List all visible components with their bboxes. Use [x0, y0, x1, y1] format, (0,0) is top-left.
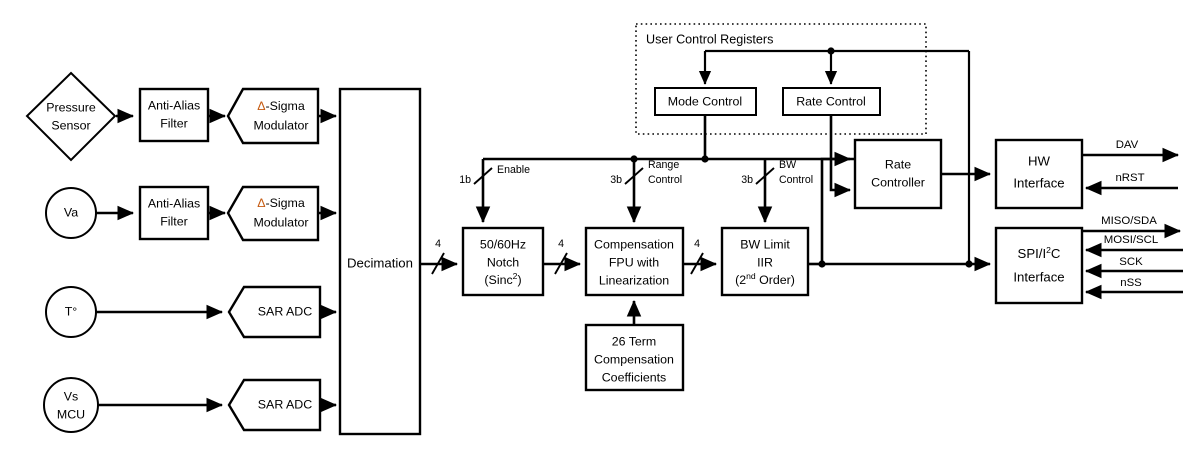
bw-limit-line1: BW Limit: [740, 237, 790, 251]
wire-ratecontrol-to-ratecontroller: [829, 115, 851, 198]
junction-feedback-spi: [965, 260, 973, 268]
pressure-sensor-shape: [25, 71, 117, 162]
spi-i2c-interface-line1: SPI/I2C: [1018, 245, 1061, 261]
bus-label-range-line2: Control: [648, 174, 682, 186]
decimation-label: Decimation: [347, 255, 413, 270]
user-control-registers-group: [635, 23, 927, 135]
bus-label-enable: Enable: [497, 164, 530, 176]
bw-limit-box: [720, 226, 810, 297]
delta-sigma-modulator-2-line2: Modulator: [253, 215, 308, 229]
anti-alias-filter-2-line2: Filter: [160, 214, 188, 228]
sar-adc-1-shape: [227, 285, 322, 339]
rate-controller-line1: Rate: [885, 157, 911, 171]
anti-alias-filter-1-line1: Anti-Alias: [148, 98, 200, 112]
bus-bits-enable: 1b: [459, 174, 471, 186]
compensation-box: [584, 226, 685, 297]
rate-control-box[interactable]: [782, 87, 881, 116]
anti-alias-filter-2-line1: Anti-Alias: [148, 196, 200, 210]
notch-line2: Notch: [487, 255, 519, 269]
bus-label-bw-line2: Control: [779, 174, 813, 186]
wire-bwlimit-to-ratecontroller: [820, 151, 851, 264]
decimation-box: [338, 87, 422, 436]
bw-limit-line3: (2nd Order): [735, 271, 795, 287]
compensation-line2: FPU with: [609, 255, 659, 269]
sar-adc-1-label: SAR ADC: [258, 304, 312, 318]
nrst-signal-label: nRST: [1115, 172, 1144, 184]
delta-symbol-1: Δ: [257, 99, 265, 113]
user-control-registers-label: User Control Registers: [646, 32, 773, 46]
va-source-label: Va: [64, 205, 78, 219]
anti-alias-filter-2-box: [138, 185, 210, 241]
mode-control-label: Mode Control: [668, 94, 742, 108]
miso-sda-signal-label: MISO/SDA: [1101, 215, 1157, 227]
notch-box: [461, 226, 545, 297]
sar-adc-2-shape: [227, 378, 322, 432]
rate-control-label: Rate Control: [796, 94, 866, 108]
notch-line3: (Sinc2): [484, 271, 521, 287]
vs-mcu-source-line2: MCU: [57, 407, 85, 421]
pressure-sensor-label-line2: Sensor: [51, 118, 90, 132]
spi-i2c-interface-line2: Interface: [1013, 269, 1064, 284]
junction-top-feed-rate: [827, 47, 835, 55]
dav-signal-label: DAV: [1116, 139, 1139, 151]
bw-limit-line2: IIR: [757, 255, 773, 269]
rate-controller-line2: Controller: [871, 175, 925, 189]
delta-sigma-modulator-2-line1: Δ-Sigma: [257, 196, 305, 210]
coefficients-box: [584, 323, 685, 392]
anti-alias-filter-1-box: [138, 87, 210, 143]
coefficients-line3: Coefficients: [602, 370, 667, 384]
bus-slash-enable: [473, 167, 493, 185]
vs-mcu-source-shape: [43, 377, 99, 433]
sck-signal-label: SCK: [1119, 256, 1143, 268]
temperature-source-label: T°: [65, 304, 78, 318]
delta-sigma-modulator-2-shape: [226, 185, 320, 242]
coefficients-line1: 26 Term: [612, 334, 657, 348]
bus-slash-decimation-out: [431, 252, 445, 275]
rate-controller-box: [853, 138, 943, 210]
bus-bits-bw: 3b: [741, 174, 753, 186]
bus-slash-range: [624, 167, 644, 185]
bus-slash-compensation-out: [690, 252, 704, 275]
hw-interface-box: [994, 138, 1084, 210]
delta-sigma-modulator-1-line2: Modulator: [253, 118, 308, 132]
nss-signal-label: nSS: [1120, 277, 1142, 289]
hw-interface-line1: HW: [1028, 153, 1051, 168]
bus-label-bw-line1: BW: [779, 159, 796, 171]
bus-slash-bw: [755, 167, 775, 185]
mosi-scl-signal-label: MOSI/SCL: [1104, 234, 1158, 246]
spi-i2c-interface-box: [994, 226, 1084, 305]
hw-interface-line2: Interface: [1013, 175, 1064, 190]
pressure-sensor-label-line1: Pressure: [46, 100, 96, 114]
sar-adc-2-label: SAR ADC: [258, 397, 312, 411]
notch-line1: 50/60Hz: [480, 237, 526, 251]
bus-label-range-line1: Range: [648, 159, 679, 171]
bus-width-notch-out: 4: [558, 238, 564, 250]
coefficients-line2: Compensation: [594, 352, 674, 366]
mode-control-box[interactable]: [654, 87, 757, 116]
delta-sigma-modulator-1-shape: [226, 87, 320, 145]
anti-alias-filter-1-line2: Filter: [160, 116, 188, 130]
compensation-line3: Linearization: [599, 273, 669, 287]
delta-sigma-modulator-1-line1: Δ-Sigma: [257, 99, 305, 113]
bus-bits-range: 3b: [610, 174, 622, 186]
bus-width-compensation-out: 4: [694, 238, 700, 250]
bus-slash-notch-out: [554, 252, 568, 275]
compensation-line1: Compensation: [594, 237, 674, 251]
delta-symbol-2: Δ: [257, 196, 265, 210]
vs-mcu-source-line1: Vs: [64, 389, 78, 403]
bus-width-decimation-out: 4: [435, 238, 441, 250]
junction-bus-mode: [701, 155, 709, 163]
